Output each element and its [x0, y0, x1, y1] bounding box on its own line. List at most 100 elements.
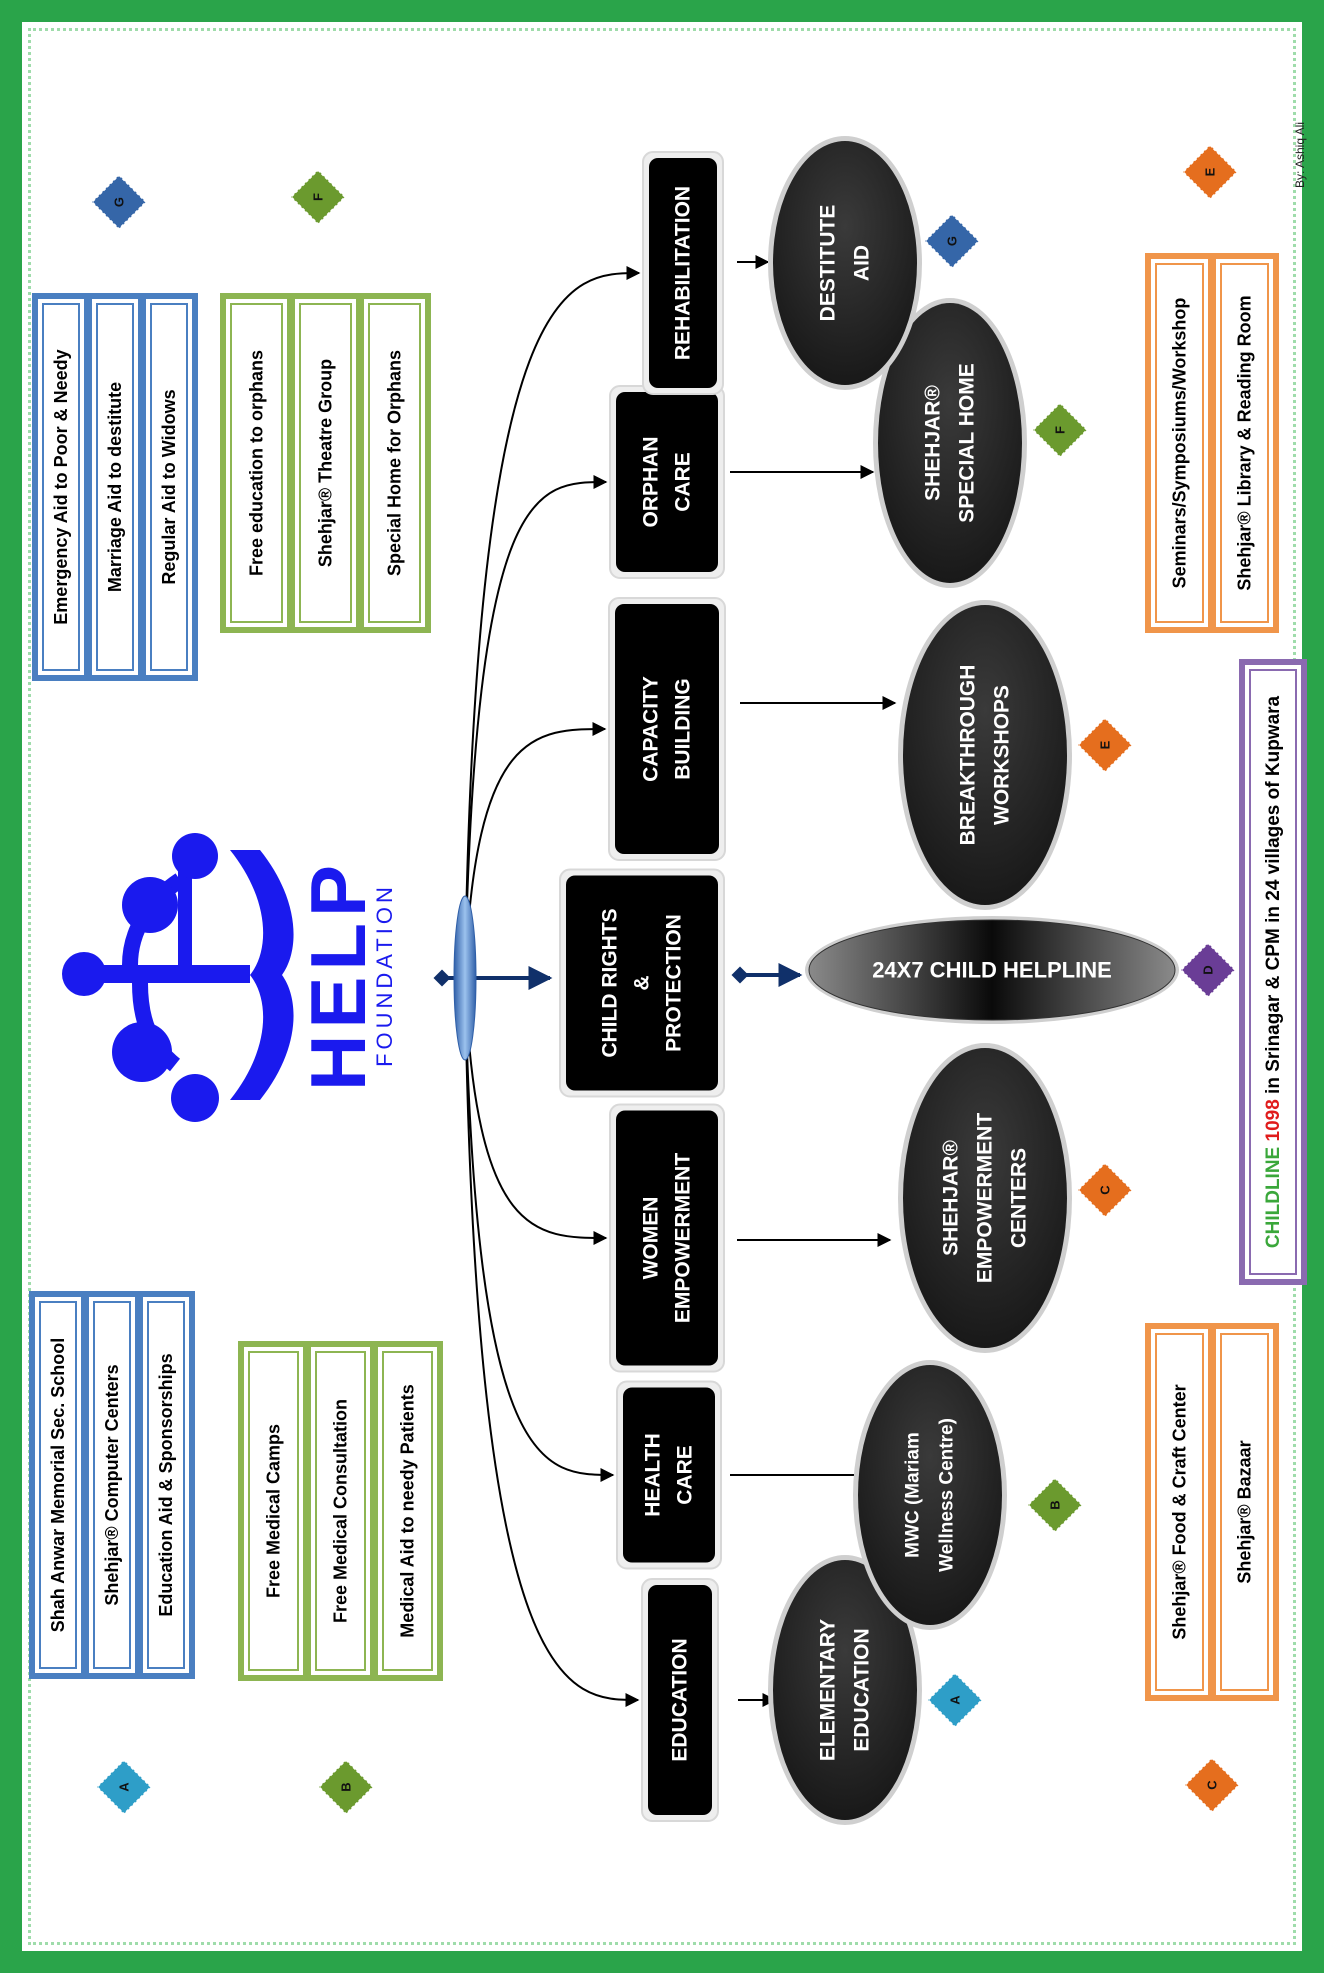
program-label-rehab: REHABILITATION [672, 186, 695, 360]
outcome-label-breakthrough-line: WORKSHOPS [991, 685, 1014, 825]
program-label-women: WOMEN EMPOWERMENT [640, 1153, 695, 1324]
list-badge-g: G [91, 174, 147, 230]
program-label-health-line: CARE [674, 1445, 697, 1505]
program-label-orphan: ORPHAN CARE [640, 436, 695, 527]
program-label-child-line: PROTECTION [663, 914, 686, 1052]
program-label-orphan-line: CARE [672, 452, 695, 512]
hub-node [453, 895, 477, 1061]
list-c-item-text: Shehjar® Food & Craft Center [1170, 1384, 1190, 1639]
list-badge-c: C [1184, 1757, 1240, 1813]
list-g-item-inner [150, 303, 188, 671]
outcome-oval-helpline [808, 919, 1176, 1021]
badge-letter: F [311, 193, 326, 201]
badge-letter: G [945, 236, 960, 246]
badge-letter: F [1053, 426, 1068, 434]
list-f-item-text: Shehjar® Theatre Group [316, 359, 336, 567]
list-c-item-inner [1220, 1333, 1269, 1691]
outcome-label-special-home-line: SPECIAL HOME [956, 363, 979, 522]
list-c-item-frame [1210, 1323, 1279, 1701]
list-e-item-text: Shehjar® Library & Reading Room [1235, 295, 1255, 590]
list-g-item-text-line: Regular Aid to Widows [159, 389, 179, 584]
connector-rehab [464, 266, 641, 979]
badge-A-elementary: A [927, 1672, 983, 1728]
list-a-item-text-line: Shah Anwar Memorial Sec. School [48, 1338, 68, 1632]
list-e-item-text-line: Shehjar® Library & Reading Room [1235, 295, 1255, 590]
badge-G-destitute: G [924, 213, 980, 269]
list-b-item-text-line: Medical Aid to needy Patients [398, 1384, 418, 1637]
badge-letter: E [1203, 167, 1218, 176]
outcome-label-destitute-line: DESTITUTE [817, 205, 840, 322]
outcome-label-shehjar-emp-line: EMPOWERMENT [974, 1113, 997, 1284]
outcome-label-elementary-line: EDUCATION [851, 1628, 874, 1751]
program-box-capacity [615, 604, 719, 854]
badge-C-shehjar-emp: C [1077, 1162, 1133, 1218]
author-credit: By: Ashiq Ali [1293, 122, 1307, 188]
program-label-women-line: EMPOWERMENT [672, 1153, 695, 1324]
program-label-women-line: WOMEN [640, 1197, 663, 1280]
list-a-item-inner [147, 1301, 185, 1669]
program-label-capacity-line: CAPACITY [640, 676, 663, 782]
list-g-item-inner [42, 303, 80, 671]
list-b-item-text: Free Medical Consultation [331, 1399, 351, 1623]
list-b-item-inner [248, 1351, 299, 1671]
list-f-item-text-line: Special Home for Orphans [385, 350, 405, 576]
program-box-women [616, 1110, 718, 1366]
list-b-item-text-line: Free Medical Camps [264, 1424, 284, 1598]
list-e-item-text: Seminars/Symposiums/Workshop [1170, 298, 1190, 589]
program-label-orphan-line: ORPHAN [640, 436, 663, 527]
outcome-label-special-home: SHEHJAR® SPECIAL HOME [922, 363, 979, 522]
list-f-item-text-line: Shehjar® Theatre Group [316, 359, 336, 567]
list-c-item-frame [1145, 1323, 1214, 1701]
connector-education [464, 977, 640, 1707]
logo-subtitle: FOUNDATION [372, 883, 397, 1067]
list-b-item-frame [305, 1341, 376, 1681]
childline-line: CHILDLINE 1098 in Srinagar & CPM in 24 v… [1263, 695, 1284, 1248]
list-e-item-inner [1220, 263, 1269, 623]
outcome-label-helpline: 24X7 CHILD HELPLINE [872, 958, 1112, 983]
program-label-health-line: HEALTH [642, 1433, 665, 1517]
outcome-label-mwc-line: MWC (Mariam [903, 1432, 924, 1558]
list-c-item-inner [1155, 1333, 1204, 1691]
outcome-oval-elementary [773, 1560, 917, 1820]
list-f-item-frame [358, 293, 431, 633]
list-a-item-text: Shah Anwar Memorial Sec. School [48, 1338, 68, 1632]
list-e-item-inner [1155, 263, 1204, 623]
outcome-label-special-home-line: SHEHJAR® [922, 385, 945, 501]
program-box-rehab [649, 158, 717, 388]
program-label-rehab-line: REHABILITATION [672, 186, 695, 360]
childline-text: CHILDLINE 1098 in Srinagar & CPM in 24 v… [1263, 695, 1284, 1248]
childline-number: 1098 [1263, 1099, 1284, 1141]
list-badge-f: F [290, 169, 346, 225]
list-a-item-text: Education Aid & Sponsorships [156, 1353, 176, 1616]
list-c-item-text-line: Shehjar® Food & Craft Center [1170, 1384, 1190, 1639]
list-f-item-text: Free education to orphans [247, 350, 267, 576]
list-g-item-text-line: Marriage Aid to destitute [105, 382, 125, 592]
childline-description: in Srinagar & CPM in 24 villages of Kupw… [1263, 695, 1284, 1099]
list-a-item-text-line: Shehjar® Computer Centers [102, 1364, 122, 1605]
list-b-item-text: Medical Aid to needy Patients [398, 1384, 418, 1637]
connector-capacity [464, 722, 607, 979]
list-f-item-inner [368, 303, 421, 623]
program-box-education [648, 1585, 712, 1815]
program-box-health [623, 1387, 715, 1563]
outcome-label-shehjar-emp-line: SHEHJAR® [940, 1140, 963, 1256]
list-a-item-inner [39, 1301, 77, 1669]
program-box-child [566, 875, 718, 1091]
badge-letter: C [1098, 1185, 1113, 1195]
list-b-item-text: Free Medical Camps [264, 1424, 284, 1598]
list-f-item-frame [289, 293, 362, 633]
logo-word: HELP [294, 859, 382, 1091]
badge-letter: B [1048, 1500, 1063, 1509]
badge-letter: D [1201, 965, 1216, 974]
list-g-item-text: Emergency Aid to Poor & Needy [51, 349, 71, 624]
program-label-education: EDUCATION [669, 1638, 692, 1761]
outcome-label-destitute-line: AID [851, 245, 874, 281]
outcome-oval-breakthrough [903, 605, 1067, 905]
connector-health [464, 977, 615, 1482]
outcome-oval-mwc [858, 1365, 1002, 1625]
